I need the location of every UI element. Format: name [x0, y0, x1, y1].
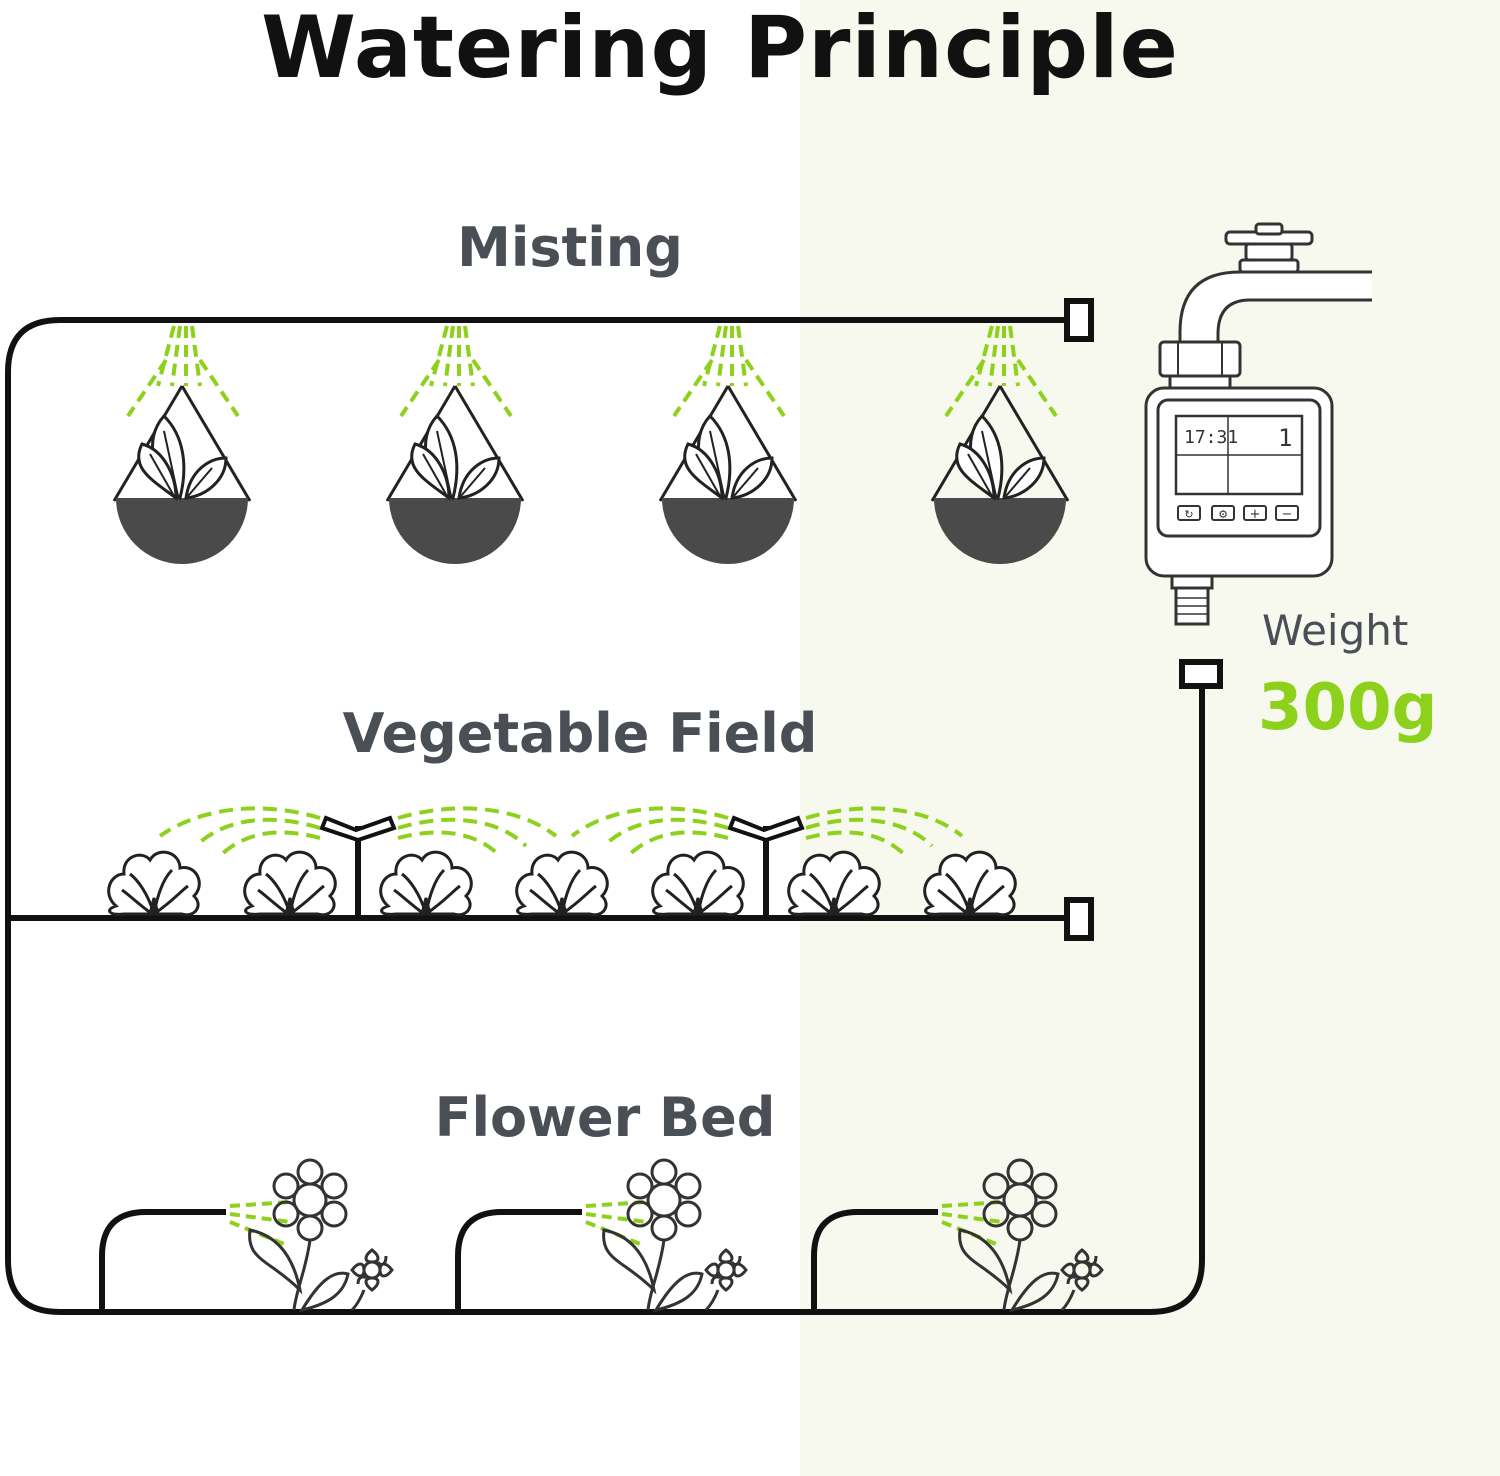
flower-icon — [248, 1158, 394, 1312]
timer-button-set: ⚙ — [1218, 508, 1228, 521]
mist-spray-4 — [944, 324, 1058, 418]
vegetable-end-cap — [1064, 897, 1094, 941]
timer-button-reset: ↻ — [1184, 508, 1193, 521]
lettuce-icon — [243, 850, 337, 917]
weight-value: 300g — [1258, 671, 1438, 745]
water-timer-icon: 17:31 1 ↻ ⚙ + − — [1144, 340, 1334, 626]
lettuce-icon — [379, 850, 473, 917]
sprinkler-1 — [319, 815, 397, 918]
timer-time: 17:31 — [1184, 427, 1238, 448]
lettuce-icon — [651, 850, 745, 917]
faucet-icon — [1178, 222, 1372, 346]
hanging-pot-icon — [112, 384, 252, 566]
lettuce-icon — [923, 850, 1017, 917]
flower-icon — [958, 1158, 1104, 1312]
misting-end-cap — [1064, 298, 1094, 342]
lettuce-icon — [107, 850, 201, 917]
sprinkler-spray — [158, 806, 964, 858]
weight-label: Weight — [1262, 606, 1409, 655]
mist-spray-3 — [672, 324, 786, 418]
hanging-pot-icon — [930, 384, 1070, 566]
misting-label: Misting — [457, 216, 683, 279]
hanging-pot-icon — [385, 384, 525, 566]
lettuce-icon — [515, 850, 609, 917]
flower-bed-label: Flower Bed — [434, 1086, 776, 1149]
hanging-pot-icon — [658, 384, 798, 566]
timer-button-plus: + — [1250, 507, 1261, 522]
main-pipe — [5, 317, 1205, 1315]
drip-lines — [99, 1209, 938, 1312]
page-title: Watering Principle — [261, 0, 1179, 98]
background-panel — [800, 0, 1500, 1476]
flower-icon — [602, 1158, 748, 1312]
mist-spray-1 — [126, 324, 240, 418]
timer-digit: 1 — [1278, 424, 1292, 452]
lettuce-icon — [787, 850, 881, 917]
timer-connector — [1179, 659, 1223, 689]
vegetable-field-label: Vegetable Field — [342, 702, 818, 765]
sprinkler-2 — [727, 815, 805, 918]
mist-spray-2 — [399, 324, 513, 418]
timer-button-minus: − — [1282, 507, 1293, 522]
